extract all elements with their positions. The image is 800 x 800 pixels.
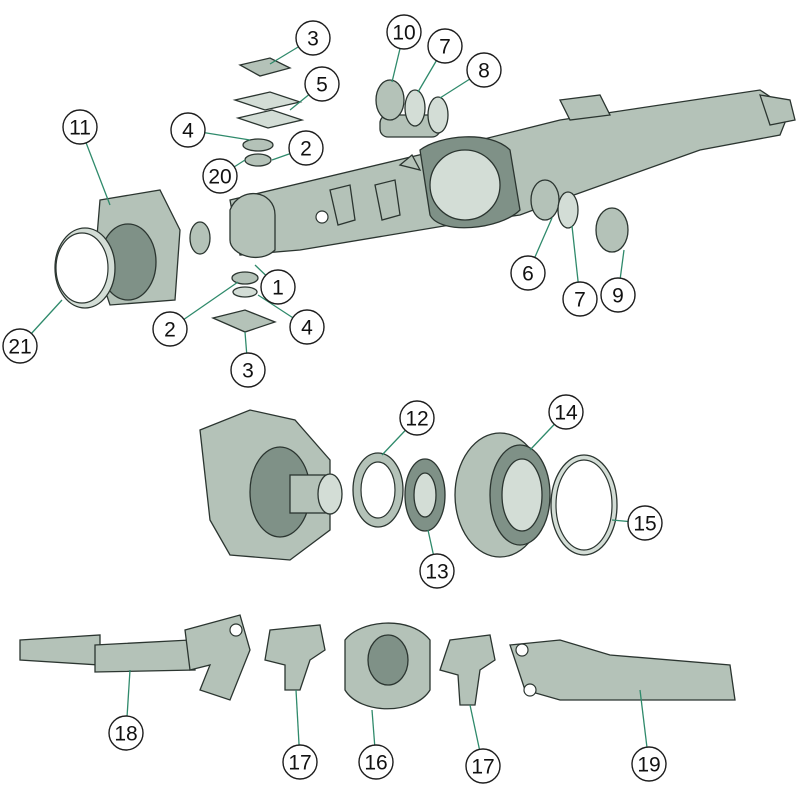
callout-12: 12	[399, 400, 435, 436]
callout-7: 7	[562, 281, 598, 317]
callout-circle	[295, 20, 331, 56]
callout-9: 9	[600, 277, 636, 313]
callout-circle	[631, 746, 667, 782]
callout-15: 15	[627, 505, 663, 541]
callout-number: 19	[637, 754, 660, 777]
axle-housing	[229, 89, 796, 259]
callout-number: 16	[364, 752, 387, 775]
callout-4: 4	[289, 309, 325, 345]
callout-circle	[399, 400, 435, 436]
callout-number: 8	[478, 60, 490, 83]
callout-17: 17	[465, 748, 501, 784]
callout-number: 17	[288, 752, 311, 775]
drive-shaft	[19, 614, 736, 710]
callout-2: 2	[288, 130, 324, 166]
callout-circle	[260, 269, 296, 305]
callout-circle	[427, 28, 463, 64]
callout-circle	[627, 505, 663, 541]
callout-21: 21	[2, 328, 38, 364]
callout-number: 2	[300, 138, 312, 161]
callout-2: 2	[152, 311, 188, 347]
callout-circle	[465, 748, 501, 784]
callout-3: 3	[295, 20, 331, 56]
callout-circle	[548, 394, 584, 430]
callout-circle	[2, 328, 38, 364]
callout-14: 14	[548, 394, 584, 430]
callout-number: 1	[272, 277, 284, 300]
callout-number: 7	[574, 289, 586, 312]
callout-number: 12	[405, 408, 428, 431]
callout-circle	[282, 744, 318, 780]
callout-circle	[600, 277, 636, 313]
seals-right	[375, 79, 629, 253]
callout-8: 8	[466, 52, 502, 88]
callout-number: 6	[522, 263, 534, 286]
callout-number: 2	[164, 319, 176, 342]
callout-number: 21	[8, 336, 31, 359]
callout-circle	[230, 352, 266, 388]
callout-number: 18	[114, 723, 137, 746]
callout-number: 15	[633, 513, 656, 536]
callout-5: 5	[304, 66, 340, 102]
callout-circle	[108, 715, 144, 751]
callout-4: 4	[170, 112, 206, 148]
callout-1: 1	[260, 269, 296, 305]
callout-circle	[170, 112, 206, 148]
callout-circle	[386, 14, 422, 50]
callout-6: 6	[510, 255, 546, 291]
callout-circle	[562, 281, 598, 317]
callout-number: 20	[208, 166, 231, 189]
callout-circle	[358, 744, 394, 780]
callout-circle	[202, 158, 238, 194]
callout-number: 17	[471, 756, 494, 779]
callout-20: 20	[202, 158, 238, 194]
callout-number: 13	[425, 561, 448, 584]
hub-assembly	[199, 409, 618, 561]
callout-circle	[304, 66, 340, 102]
callout-circle	[289, 309, 325, 345]
steering-knuckle-top	[54, 189, 211, 309]
callout-number: 3	[307, 28, 319, 51]
callout-18: 18	[108, 715, 144, 751]
callout-number: 7	[439, 36, 451, 59]
callout-11: 11	[62, 109, 98, 145]
callout-number: 10	[392, 22, 415, 45]
callout-circle	[419, 553, 455, 589]
callout-circle	[62, 109, 98, 145]
callout-16: 16	[358, 744, 394, 780]
callout-number: 14	[554, 402, 578, 425]
callout-number: 5	[316, 74, 328, 97]
callout-19: 19	[631, 746, 667, 782]
callout-13: 13	[419, 553, 455, 589]
callout-7: 7	[427, 28, 463, 64]
callout-10: 10	[386, 14, 422, 50]
callout-circle	[288, 130, 324, 166]
callout-circle	[152, 311, 188, 347]
kingpin-parts	[210, 57, 305, 333]
callout-circle	[466, 52, 502, 88]
callout-number: 4	[301, 317, 313, 340]
callout-number: 11	[69, 117, 91, 140]
callout-17: 17	[282, 744, 318, 780]
callout-circle	[510, 255, 546, 291]
callout-number: 9	[612, 285, 624, 308]
callout-number: 4	[182, 120, 194, 143]
callout-3: 3	[230, 352, 266, 388]
callout-number: 3	[242, 360, 254, 383]
